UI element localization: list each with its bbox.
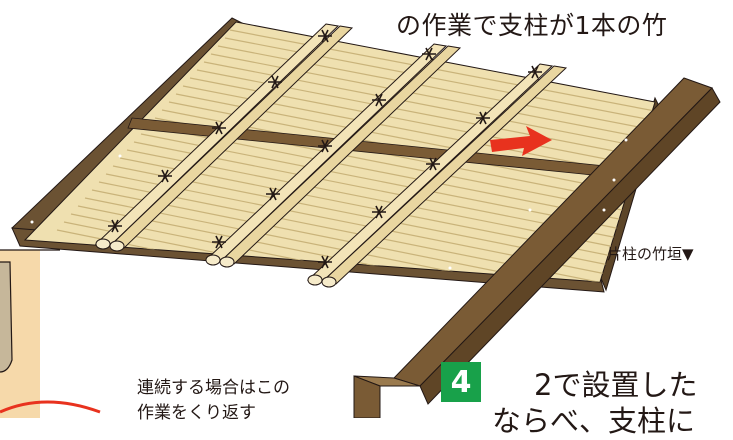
left-post-cutaway (0, 249, 60, 418)
bamboo-poles (94, 23, 568, 285)
step-number-badge: 4 (441, 362, 481, 402)
top-caption: の作業で支柱が1本の竹 (396, 11, 668, 40)
wooden-post (353, 77, 721, 418)
direction-arrow-icon (490, 126, 552, 156)
nail-dots (30, 138, 628, 270)
pole-ends (95, 238, 337, 288)
repeat-note-line-2: 作業をくり返す (137, 403, 256, 423)
tie-knots (108, 29, 542, 269)
step-instruction-line-2: ならべ、支柱に (492, 404, 696, 438)
step-instruction-line-1: 2で設置した (534, 368, 698, 402)
repeat-note-line-1: 連続する場合はこの (137, 378, 290, 398)
side-caption: 片柱の竹垣▼ (607, 245, 694, 263)
highlight-circle-arc (0, 400, 101, 414)
illustration-canvas (0, 17, 721, 418)
